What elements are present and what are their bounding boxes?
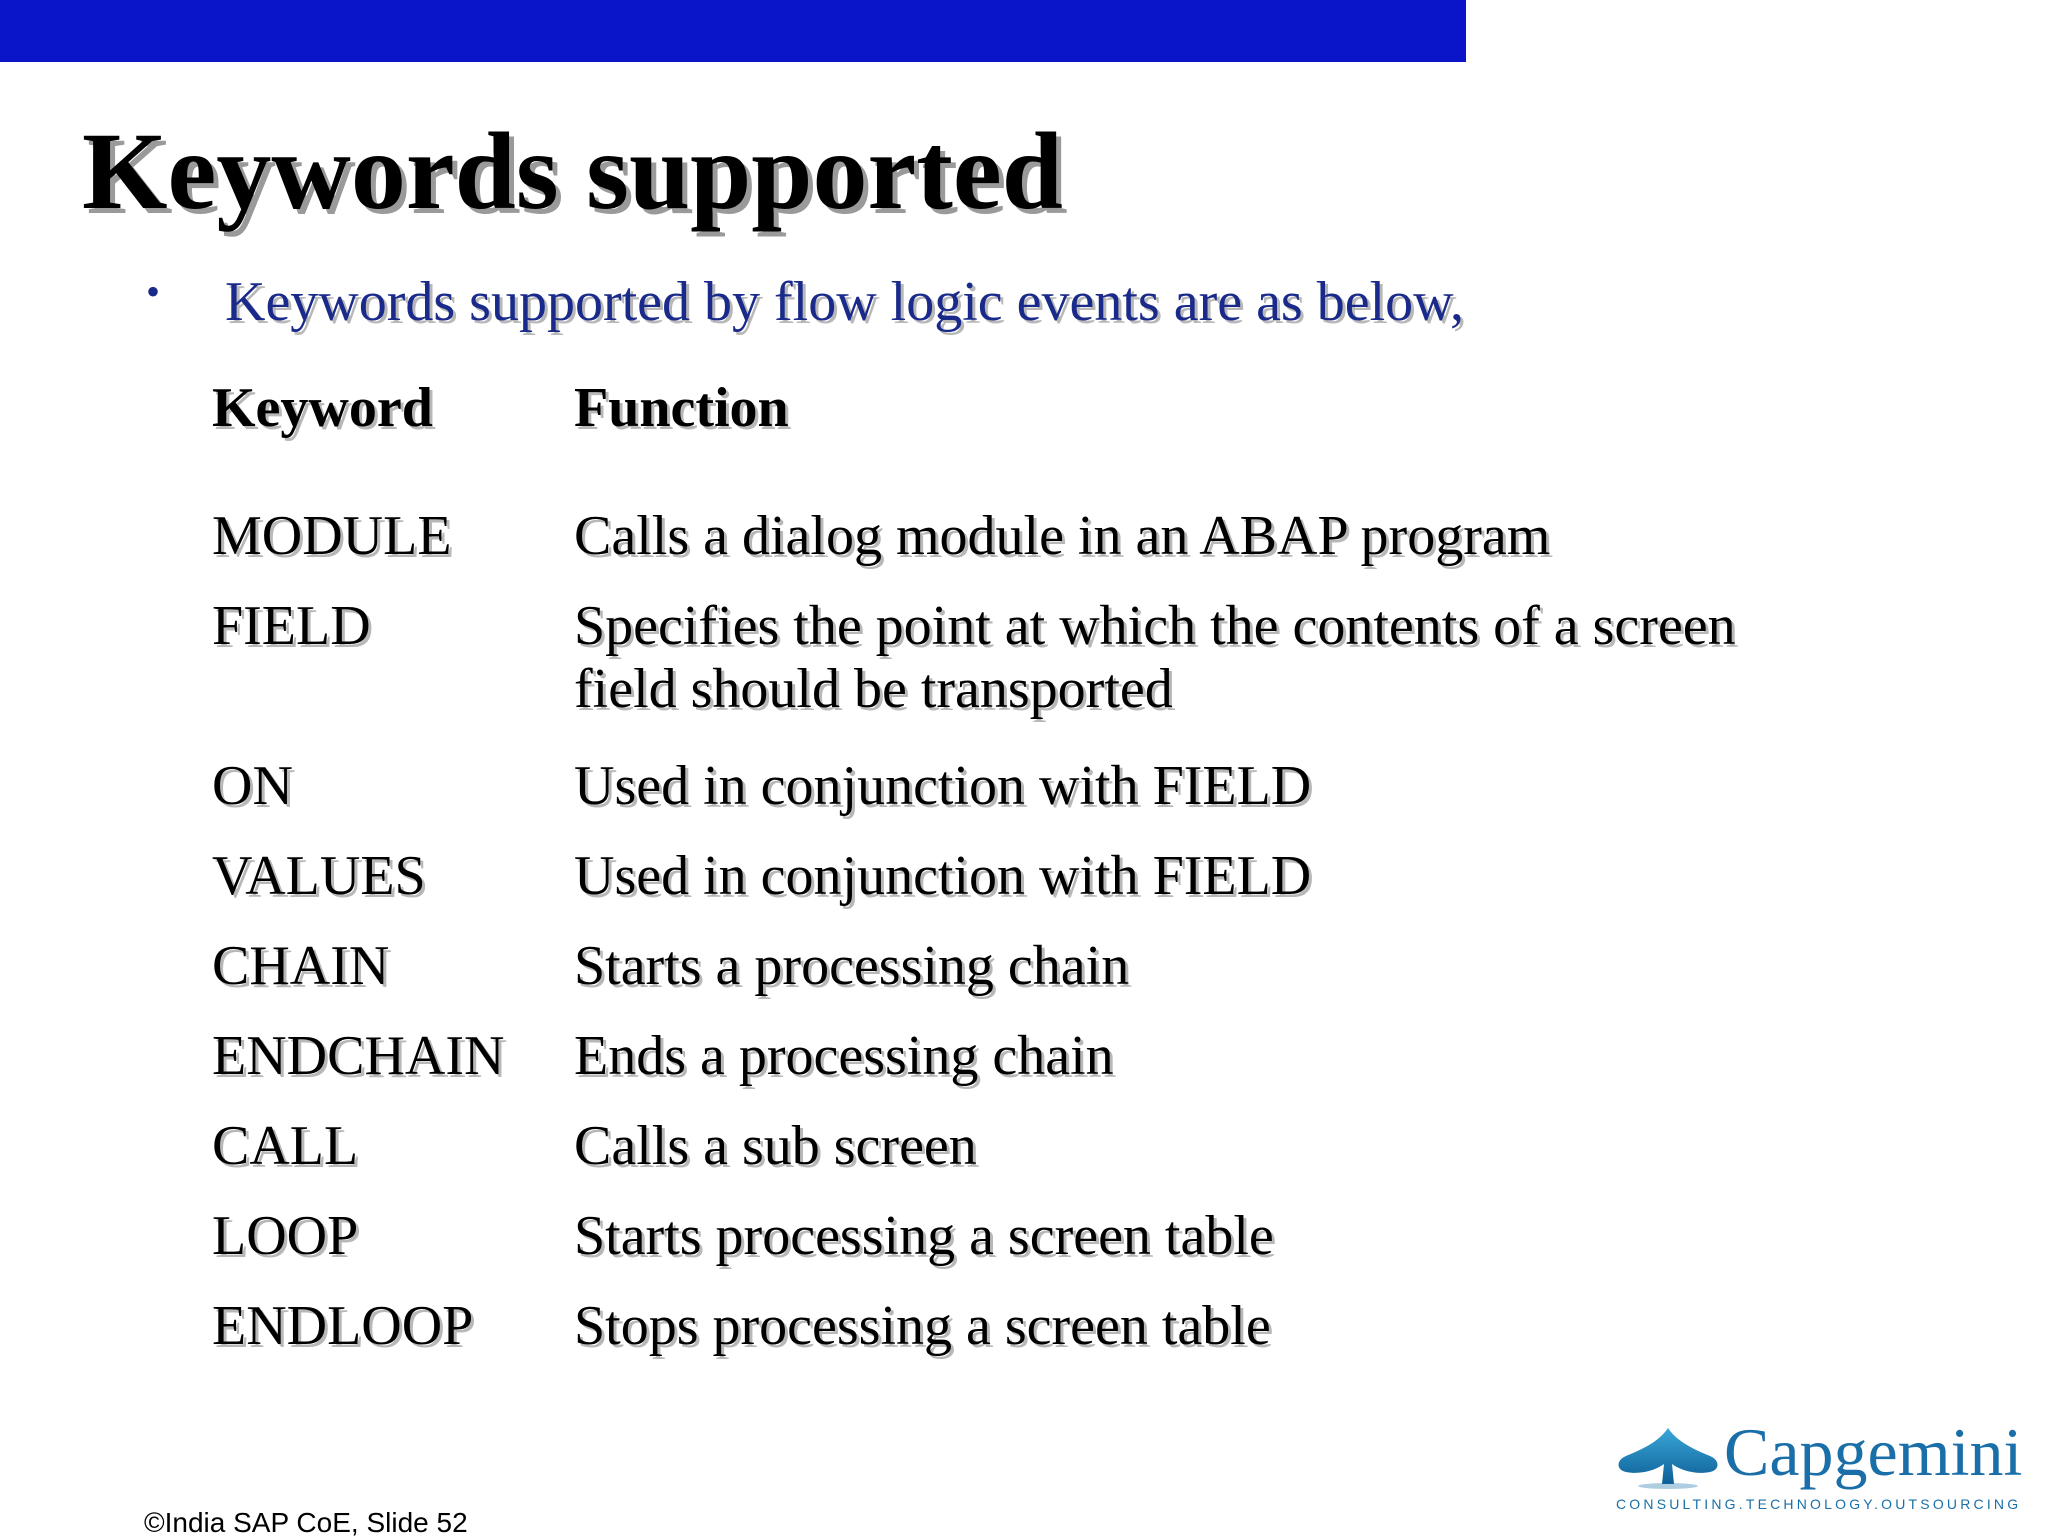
logo-tagline: CONSULTING.TECHNOLOGY.OUTSOURCING bbox=[1616, 1496, 2022, 1512]
top-accent-bar bbox=[0, 0, 1466, 62]
table-row: ENDLOOP Stops processing a screen table bbox=[212, 1295, 1812, 1358]
capgemini-logo: Capgemini CONSULTING.TECHNOLOGY.OUTSOURC… bbox=[1616, 1418, 2022, 1520]
table-row: ENDCHAIN Ends a processing chain bbox=[212, 1025, 1812, 1088]
function-cell: Used in conjunction with FIELD bbox=[574, 845, 1312, 907]
table-row: CHAIN Starts a processing chain bbox=[212, 935, 1812, 998]
logo-wordmark: Capgemini bbox=[1724, 1414, 2023, 1490]
function-cell: Specifies the point at which the content… bbox=[574, 595, 1736, 720]
keyword-cell: CALL bbox=[212, 1115, 359, 1177]
table-row: MODULE Calls a dialog module in an ABAP … bbox=[212, 505, 1812, 568]
table-row: ON Used in conjunction with FIELD bbox=[212, 755, 1812, 818]
keyword-cell: ENDCHAIN bbox=[212, 1025, 505, 1087]
function-cell: Starts processing a screen table bbox=[574, 1205, 1274, 1267]
function-cell: Starts a processing chain bbox=[574, 935, 1130, 997]
function-cell: Calls a dialog module in an ABAP program bbox=[574, 505, 1551, 567]
function-cell: Ends a processing chain bbox=[574, 1025, 1114, 1087]
function-cell: Calls a sub screen bbox=[574, 1115, 977, 1177]
keyword-cell: VALUES bbox=[212, 845, 426, 907]
bullet-text: Keywords supported by flow logic events … bbox=[225, 271, 1464, 333]
slide-title: Keywords supported bbox=[82, 110, 1063, 232]
keyword-cell: LOOP bbox=[212, 1205, 359, 1267]
table-row: CALL Calls a sub screen bbox=[212, 1115, 1812, 1178]
spade-icon bbox=[1618, 1428, 1718, 1489]
keyword-cell: CHAIN bbox=[212, 935, 390, 997]
table-row: VALUES Used in conjunction with FIELD bbox=[212, 845, 1812, 908]
keyword-cell: MODULE bbox=[212, 505, 452, 567]
bullet-icon: • bbox=[146, 269, 161, 314]
function-cell: Used in conjunction with FIELD bbox=[574, 755, 1312, 817]
function-cell: Stops processing a screen table bbox=[574, 1295, 1271, 1357]
keyword-table: MODULE Calls a dialog module in an ABAP … bbox=[212, 505, 1812, 1358]
keyword-column-header: Keyword bbox=[212, 377, 433, 439]
keyword-cell: ON bbox=[212, 755, 293, 817]
table-row: FIELD Specifies the point at which the c… bbox=[212, 595, 1812, 721]
function-column-header: Function bbox=[574, 377, 789, 439]
slide-footer-copyright: ©India SAP CoE, Slide 52 bbox=[144, 1507, 468, 1538]
table-row: LOOP Starts processing a screen table bbox=[212, 1205, 1812, 1268]
keyword-cell: FIELD bbox=[212, 595, 371, 657]
keyword-cell: ENDLOOP bbox=[212, 1295, 474, 1357]
